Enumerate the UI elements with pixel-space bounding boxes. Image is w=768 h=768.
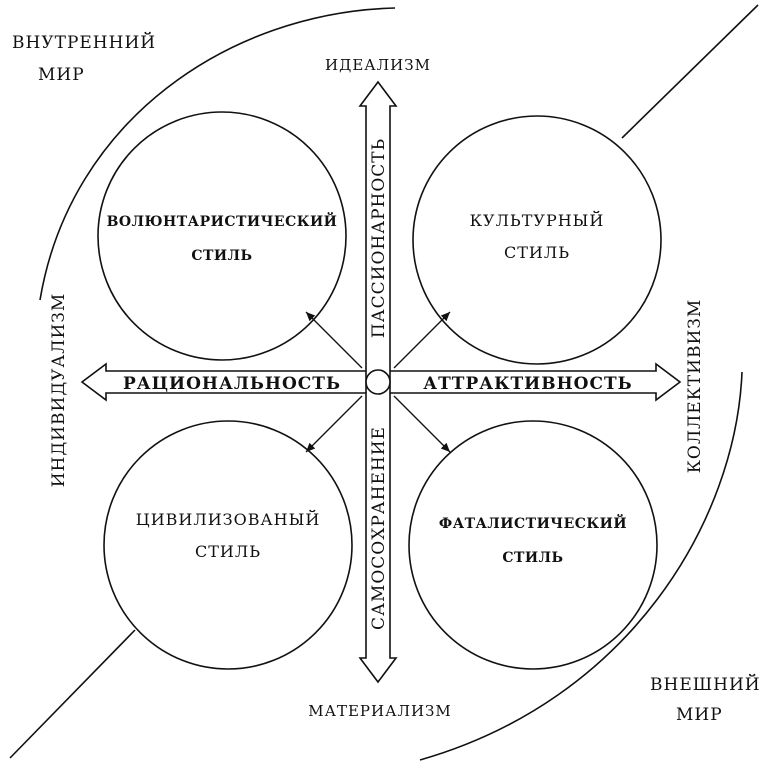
cultural-style-label-line1: КУЛЬТУРНЫЙ [470,210,605,230]
arrow-to-cultural [393,311,451,369]
outer-world-arc [419,371,743,761]
voluntaristic-style-label-line2: СТИЛЬ [191,248,252,264]
arrow-to-fatalistic [393,395,451,453]
collectivism-label: КОЛЛЕКТИВИЗМ [685,299,705,474]
inner-world-arc [39,7,396,301]
fatalistic-style-circle [408,420,658,670]
civilized-style-label-line1: ЦИВИЛИЗОВАНЫЙ [136,509,321,529]
materialism-label: МАТЕРИАЛИЗМ [308,702,452,720]
inner-world-label-line2: МИР [38,65,85,85]
rationality-label: РАЦИОНАЛЬНОСТЬ [123,374,341,394]
cultural-style-circle [412,115,662,365]
voluntaristic-style-label-line1: ВОЛЮНТАРИСТИЧЕСКИЙ [107,211,338,230]
cultural-style-label-line2: СТИЛЬ [504,243,570,262]
arrow-to-voluntaristic [305,311,363,369]
center-circle [365,369,391,395]
fatalistic-style-label-line2: СТИЛЬ [502,550,563,566]
attractiveness-label: АТТРАКТИВНОСТЬ [423,374,632,394]
outer-world-label-line2: МИР [676,705,723,725]
outer-world-label-line1: ВНЕШНИЙ [650,674,761,695]
individualism-label: ИНДИВИДУАЛИЗМ [49,293,69,488]
fatalistic-style-label-line1: ФАТАЛИСТИЧЕСКИЙ [439,513,627,532]
arrow-to-civilized [305,395,363,453]
diagonal-line-top-right [621,4,759,139]
idealism-label: ИДЕАЛИЗМ [325,56,431,74]
diagonal-line-bottom-left [9,629,136,759]
voluntaristic-style-circle [97,111,347,361]
civilized-style-circle [103,420,353,670]
passionarity-label: ПАССИОНАРНОСТЬ [369,138,389,338]
self-preservation-label: САМОСОХРАНЕНИЕ [369,426,389,630]
inner-world-label-line1: ВНУТРЕННИЙ [12,32,156,53]
civilized-style-label-line2: СТИЛЬ [195,542,261,561]
